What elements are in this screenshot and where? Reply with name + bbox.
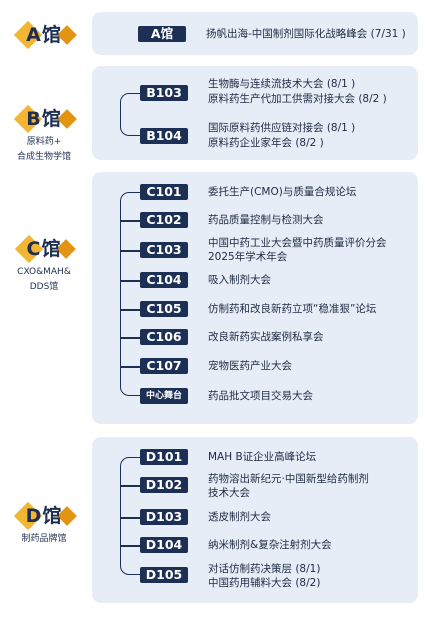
hall-d-tick [120,517,140,519]
room-b103-line1: 生物酶与连续流技术大会 (8/1 ) [208,78,356,90]
room-c106-badge: C106 [140,329,188,345]
hall-c-tick [120,337,140,339]
room-center-stage-badge: 中心舞台 [140,388,188,404]
room-d101-badge: D101 [140,449,188,465]
room-c102-badge: C102 [140,212,188,228]
room-c107-badge: C107 [140,358,188,374]
room-d101-text: MAH B证企业高峰论坛 [208,451,317,463]
room-d103-badge: D103 [140,509,188,525]
room-c103-line1: 中国中药工业大会暨中药质量评价分会 [208,237,387,249]
hall-c-bracket [120,192,140,396]
room-d102-badge: D102 [140,477,188,493]
hall-b-section: B馆 原料药+ 合成生物学馆 B103 生物酶与连续流技术大会 (8/1 ) 原… [0,66,425,162]
room-d103-text: 透皮制剂大会 [208,511,271,523]
hall-d-subtitle: 制药品牌馆 [21,534,67,544]
room-center-stage-text: 药品批文项目交易大会 [208,390,313,402]
hall-c-card: C101 委托生产(CMO)与质量合规论坛 C102 药品质量控制与检测大会 C… [92,172,418,424]
room-c106-text: 改良新药实战案例私享会 [208,331,324,343]
hall-c-tick [120,280,140,282]
room-c101-badge: C101 [140,184,188,200]
hall-d-badge: D馆 [13,501,78,531]
room-c105-badge: C105 [140,301,188,317]
room-c102-text: 药品质量控制与检测大会 [208,214,324,226]
room-d102-line2: 技术大会 [208,487,250,499]
hall-c-label: C馆 CXO&MAH& DDS馆 [0,234,88,294]
room-c101-text: 委托生产(CMO)与质量合规论坛 [208,186,357,198]
hall-c-badge: C馆 [14,234,77,264]
room-b104-line1: 国际原料药供应链对接会 (8/1 ) [208,122,356,134]
hall-d-bracket [120,457,140,575]
room-d105-line1: 对话仿制药决策层 (8/1) [208,563,321,575]
hall-a-card: A馆 扬帆出海-中国制剂国际化战略峰会 (7/31 ) [92,12,418,55]
hall-b-label: B馆 原料药+ 合成生物学馆 [0,104,88,164]
hall-c-name: C馆 [26,238,62,260]
hall-c-subtitle-2: DDS馆 [29,282,59,292]
hall-d-name: D馆 [25,505,63,527]
hall-d-section: D馆 制药品牌馆 D101 MAH B证企业高峰论坛 D102 药物溶出新纪元·… [0,437,425,605]
room-a-badge: A馆 [138,26,186,42]
room-d104-text: 纳米制剂&复杂注射剂大会 [208,539,332,551]
room-c107-text: 宠物医药产业大会 [208,360,292,372]
room-d105-badge: D105 [140,567,188,583]
hall-b-name: B馆 [26,108,62,130]
room-b103-line2: 原料药生产代加工供需对接大会 (8/2 ) [208,93,387,105]
hall-b-badge: B馆 [14,104,77,134]
room-b103-badge: B103 [140,85,188,101]
hall-c-section: C馆 CXO&MAH& DDS馆 C101 委托生产(CMO)与质量合规论坛 C… [0,172,425,427]
hall-d-card: D101 MAH B证企业高峰论坛 D102 药物溶出新纪元·中国新型给药制剂 … [92,437,418,603]
room-b104-badge: B104 [140,128,188,144]
hall-b-subtitle-1: 原料药+ [26,137,62,147]
hall-c-tick [120,309,140,311]
room-d102-line1: 药物溶出新纪元·中国新型给药制剂 [208,473,369,485]
room-c104-badge: C104 [140,272,188,288]
hall-d-label: D馆 制药品牌馆 [0,501,88,546]
room-a-text: 扬帆出海-中国制剂国际化战略峰会 (7/31 ) [206,28,406,40]
room-b104-line2: 原料药企业家年会 (8/2 ) [208,137,324,149]
room-c105-text: 仿制药和改良新药立项“稳准狠”论坛 [208,303,377,315]
hall-c-subtitle-1: CXO&MAH& [17,267,71,277]
room-d104-badge: D104 [140,537,188,553]
hall-c-tick [120,220,140,222]
hall-b-bracket [120,93,140,136]
hall-a-label: A馆 [0,20,88,50]
hall-d-tick [120,485,140,487]
hall-a-name: A馆 [26,24,62,46]
hall-c-tick [120,366,140,368]
hall-b-card: B103 生物酶与连续流技术大会 (8/1 ) 原料药生产代加工供需对接大会 (… [92,66,418,160]
room-c104-text: 吸入制剂大会 [208,274,271,286]
hall-d-tick [120,545,140,547]
room-c103-line2: 2025年学术年会 [208,251,288,263]
room-d105-line2: 中国药用辅料大会 (8/2) [208,577,321,589]
room-c103-badge: C103 [140,242,188,258]
hall-b-subtitle-2: 合成生物学馆 [16,152,71,162]
hall-c-tick [120,250,140,252]
hall-a-badge: A馆 [13,20,77,50]
hall-a-section: A馆 A馆 扬帆出海-中国制剂国际化战略峰会 (7/31 ) [0,12,425,57]
